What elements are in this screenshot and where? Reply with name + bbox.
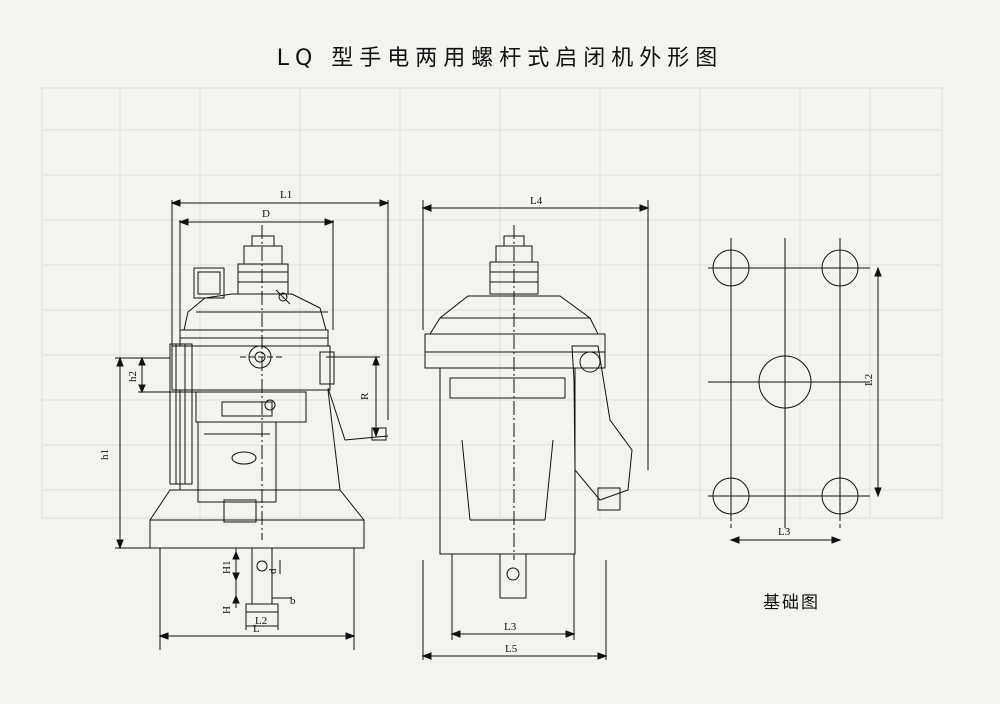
dim-L4: L4: [530, 195, 543, 207]
dim-H: H: [221, 606, 233, 614]
dim-d: d: [267, 568, 279, 574]
dim-side-L3: L3: [504, 621, 517, 633]
foundation-dim-L3: L3: [778, 526, 791, 538]
drawing-title: LQ 型手电两用螺杆式启闭机外形图: [276, 46, 724, 71]
foundation-caption: 基础图: [763, 593, 820, 613]
dim-h2: h2: [127, 371, 139, 382]
bleed-through-table: [41, 87, 943, 519]
front-view: L1 D: [99, 189, 390, 650]
dim-h1: h1: [99, 449, 111, 460]
dim-b: b: [290, 595, 296, 607]
dim-L1: L1: [280, 189, 292, 201]
dim-D: D: [262, 208, 270, 220]
foundation-plan: L2 L3: [708, 238, 882, 544]
dim-L: L: [253, 623, 260, 635]
dim-H1: H1: [221, 561, 233, 574]
side-view: L4 L3 L5: [421, 195, 650, 660]
dim-R: R: [359, 392, 371, 400]
dim-L2: L2: [255, 615, 267, 627]
foundation-dim-L2: L2: [863, 374, 875, 386]
dim-L5: L5: [505, 643, 518, 655]
